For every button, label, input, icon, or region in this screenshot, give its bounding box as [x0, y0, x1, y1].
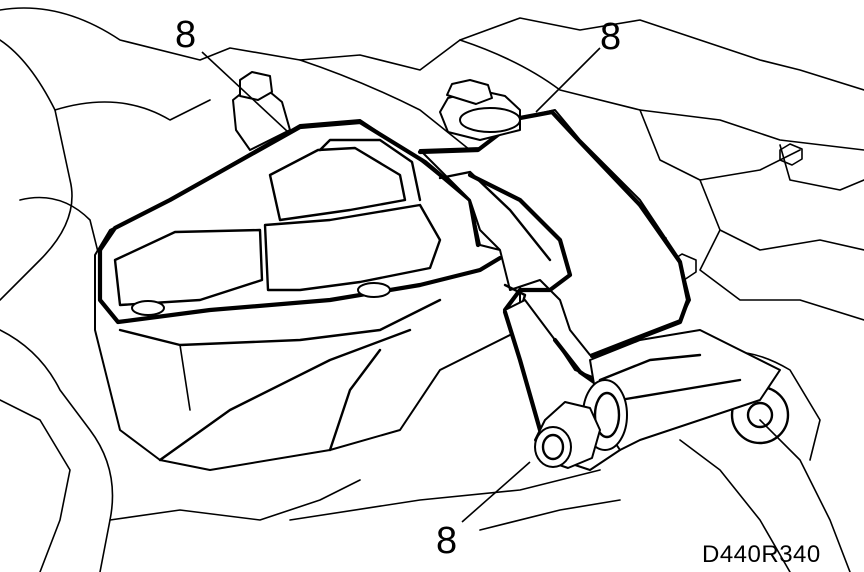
leader-left-top	[201, 51, 289, 133]
callout-label-left-top: 8	[175, 14, 197, 56]
figure-id: D440R340	[702, 541, 821, 568]
callout-label-bottom: 8	[436, 520, 458, 562]
bracket-arm	[417, 79, 691, 359]
leader-right-top	[535, 47, 601, 113]
callout-label-right-top: 8	[600, 16, 622, 58]
leader-bottom	[461, 461, 531, 523]
mount-block	[94, 71, 521, 471]
leader-lines	[201, 47, 601, 523]
lower-link	[502, 299, 781, 471]
